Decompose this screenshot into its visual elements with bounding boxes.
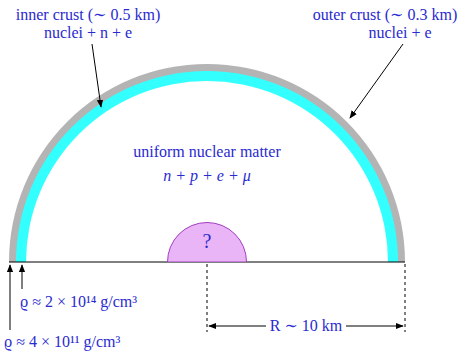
core-region: uniform nuclear matter n + p + e + μ? xyxy=(26,81,388,262)
leader-arrow xyxy=(92,44,101,107)
layer-label: nuclei + n + e xyxy=(44,24,132,42)
density-arrow xyxy=(22,265,23,289)
radius-label: R ∼ 10 km xyxy=(266,317,347,335)
layer-label: nuclei + e xyxy=(368,24,431,42)
region-name: uniform nuclear matter xyxy=(133,143,281,161)
dimension-line xyxy=(405,264,406,332)
dimension-line xyxy=(207,264,208,332)
question-mark: ? xyxy=(203,230,212,252)
density-label: ϱ ≈ 4 × 10¹¹ g/cm³ xyxy=(4,333,120,351)
density-arrow xyxy=(10,265,11,330)
layer-label: inner crust (∼ 0.5 km) xyxy=(16,6,160,24)
unknown-core: ? xyxy=(167,222,247,262)
composition: n + p + e + μ xyxy=(163,167,251,185)
leader-arrow xyxy=(350,44,403,118)
layer-label: outer crust (∼ 0.3 km) xyxy=(313,6,457,24)
inner-crust-band xyxy=(16,71,398,262)
density-label: ϱ ≈ 2 × 10¹⁴ g/cm³ xyxy=(20,293,137,311)
core-region xyxy=(26,81,388,262)
outer-crust-band xyxy=(9,64,405,262)
